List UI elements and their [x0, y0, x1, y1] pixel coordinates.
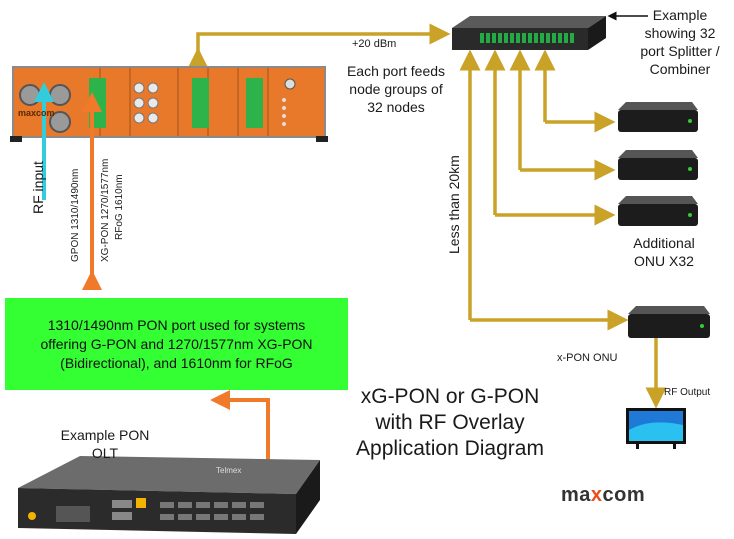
- splitter-caption-line: port Splitter /: [640, 43, 720, 59]
- diagram-title-line: xG-PON or G-PON: [360, 385, 540, 408]
- wavelength-label-rfog: RFoG 1610nm: [114, 174, 125, 240]
- rf-input-label: RF input: [30, 161, 46, 214]
- olt-caption: Example PON OLT: [40, 426, 170, 462]
- rf-device-brand: maxcom: [18, 108, 55, 118]
- wavelength-label-gpon: GPON 1310/1490nm: [70, 168, 81, 262]
- onu-label: x-PON ONU: [557, 352, 618, 364]
- rf-overlay-chassis-icon: [10, 66, 328, 142]
- feed-caption-line: node groups of: [349, 81, 443, 97]
- wavelength-label-xgpon: XG-PON 1270/1577nm: [100, 158, 111, 262]
- onu-group-caption: Additional ONU X32: [616, 234, 712, 270]
- olt-link-arrow: [226, 398, 278, 492]
- logo-x: x: [590, 484, 603, 506]
- splitter-caption-line: Example: [652, 7, 708, 23]
- logo-prefix: ma: [561, 484, 591, 506]
- maxcom-logo: maxcom: [561, 484, 645, 507]
- splitter-caption-line: showing 32: [644, 25, 716, 41]
- onu-device-icon: [628, 306, 710, 338]
- splitter-caption: Example showing 32 port Splitter / Combi…: [628, 6, 732, 78]
- logo-suffix: com: [602, 484, 646, 506]
- onu-group-caption-line: Additional: [633, 235, 695, 251]
- distance-label: Less than 20km: [446, 155, 462, 254]
- olt-chassis-icon: [18, 456, 320, 534]
- tv-icon: [626, 408, 686, 449]
- pon-port-box-line: (Bidirectional), and 1610nm for RFoG: [60, 355, 293, 371]
- onu-device-icon: [618, 102, 698, 132]
- diagram-title: xG-PON or G-PON with RF Overlay Applicat…: [334, 384, 566, 462]
- onu-device-icon: [618, 196, 698, 226]
- pon-port-box-line: 1310/1490nm PON port used for systems: [47, 317, 306, 333]
- pon-port-box-line: offering G-PON and 1270/1577nm XG-PON: [40, 336, 313, 352]
- diagram-title-line: Application Diagram: [356, 437, 544, 460]
- onu-device-icon: [618, 150, 698, 180]
- pon-port-box-text: 1310/1490nm PON port used for systems of…: [5, 316, 348, 373]
- feed-caption-line: Each port feeds: [346, 63, 446, 79]
- diagram-title-line: with RF Overlay: [375, 411, 525, 434]
- fiber-lines: [187, 23, 667, 409]
- splitter-caption-line: Combiner: [649, 61, 711, 77]
- feed-caption-line: 32 nodes: [367, 99, 425, 115]
- feed-caption: Each port feeds node groups of 32 nodes: [336, 62, 456, 116]
- olt-caption-line: Example PON: [60, 427, 150, 443]
- onu-group-caption-line: ONU X32: [634, 253, 694, 269]
- pon-port-box: 1310/1490nm PON port used for systems of…: [5, 298, 348, 390]
- power-label: +20 dBm: [352, 38, 397, 50]
- rf-output-label: RF Output: [664, 387, 711, 398]
- olt-caption-line: OLT: [91, 445, 119, 461]
- olt-brand: Telmex: [216, 466, 242, 475]
- splitter-device-icon: [452, 16, 606, 50]
